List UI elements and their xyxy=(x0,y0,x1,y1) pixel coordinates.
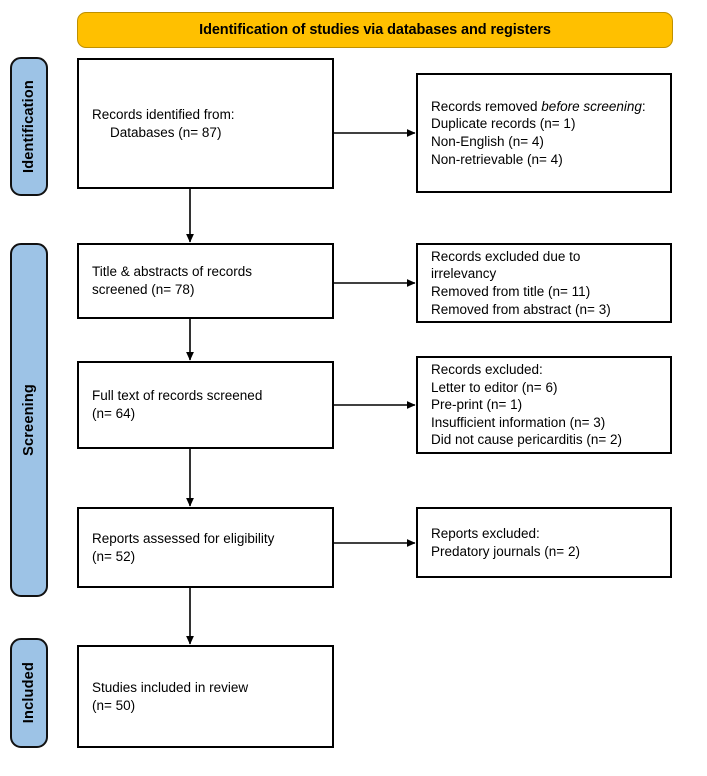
node-records-excluded-fulltext: Records excluded: Letter to editor (n= 6… xyxy=(416,356,672,454)
node-reports-excluded-text: Reports excluded: Predatory journals (n=… xyxy=(431,525,580,559)
phase-label-identification: Identification xyxy=(21,79,37,174)
node-studies-included-text: Studies included in review (n= 50) xyxy=(92,679,249,713)
node-records-removed: Records removed before screening: Duplica… xyxy=(416,73,672,193)
node-records-identified-text: Records identified from: Databases (n= 87… xyxy=(79,106,235,141)
phase-label-included: Included xyxy=(21,662,37,724)
node-records-excluded-irrelevancy-text: Records excluded due to irrelevancy Remo… xyxy=(431,248,611,317)
node-fulltext-screened: Full text of records screened (n= 64) xyxy=(77,361,334,449)
node-records-excluded-irrelevancy: Records excluded due to irrelevancy Remo… xyxy=(416,243,672,323)
removed-item-1: Non-English (n= 4) xyxy=(431,134,544,149)
records-identified-line2: Databases (n= 87) xyxy=(110,124,222,140)
removed-lead-suffix: : xyxy=(641,98,646,114)
phase-label-screening: Screening xyxy=(21,384,37,456)
node-records-excluded-fulltext-text: Records excluded: Letter to editor (n= 6… xyxy=(431,362,622,448)
removed-lead-prefix: Records removed xyxy=(431,98,542,114)
removed-item-0: Duplicate records (n= 1) xyxy=(431,116,576,132)
phase-bar-screening: Screening xyxy=(10,243,48,597)
phase-bar-included: Included xyxy=(10,638,48,748)
phase-bar-identification: Identification xyxy=(10,57,48,196)
node-records-removed-text: Records removed before screening: Duplica… xyxy=(418,98,646,168)
records-identified-line1: Records identified from: xyxy=(92,106,235,122)
node-records-screened-text: Title & abstracts of records screened (n… xyxy=(92,264,253,297)
node-records-screened: Title & abstracts of records screened (n… xyxy=(77,243,334,319)
removed-item-2: Non-retrievable (n= 4) xyxy=(431,151,563,167)
removed-lead-italic: before screening xyxy=(541,98,642,114)
node-reports-assessed-eligibility-text: Reports assessed for eligibility (n= 52) xyxy=(92,530,275,564)
diagram-banner: Identification of studies via databases … xyxy=(77,12,673,48)
node-reports-assessed-eligibility: Reports assessed for eligibility (n= 52) xyxy=(77,507,334,588)
banner-title: Identification of studies via databases … xyxy=(199,22,551,38)
node-fulltext-screened-text: Full text of records screened (n= 64) xyxy=(92,388,263,421)
node-studies-included: Studies included in review (n= 50) xyxy=(77,645,334,748)
node-records-identified: Records identified from: Databases (n= 87… xyxy=(77,58,334,189)
node-reports-excluded: Reports excluded: Predatory journals (n=… xyxy=(416,507,672,578)
